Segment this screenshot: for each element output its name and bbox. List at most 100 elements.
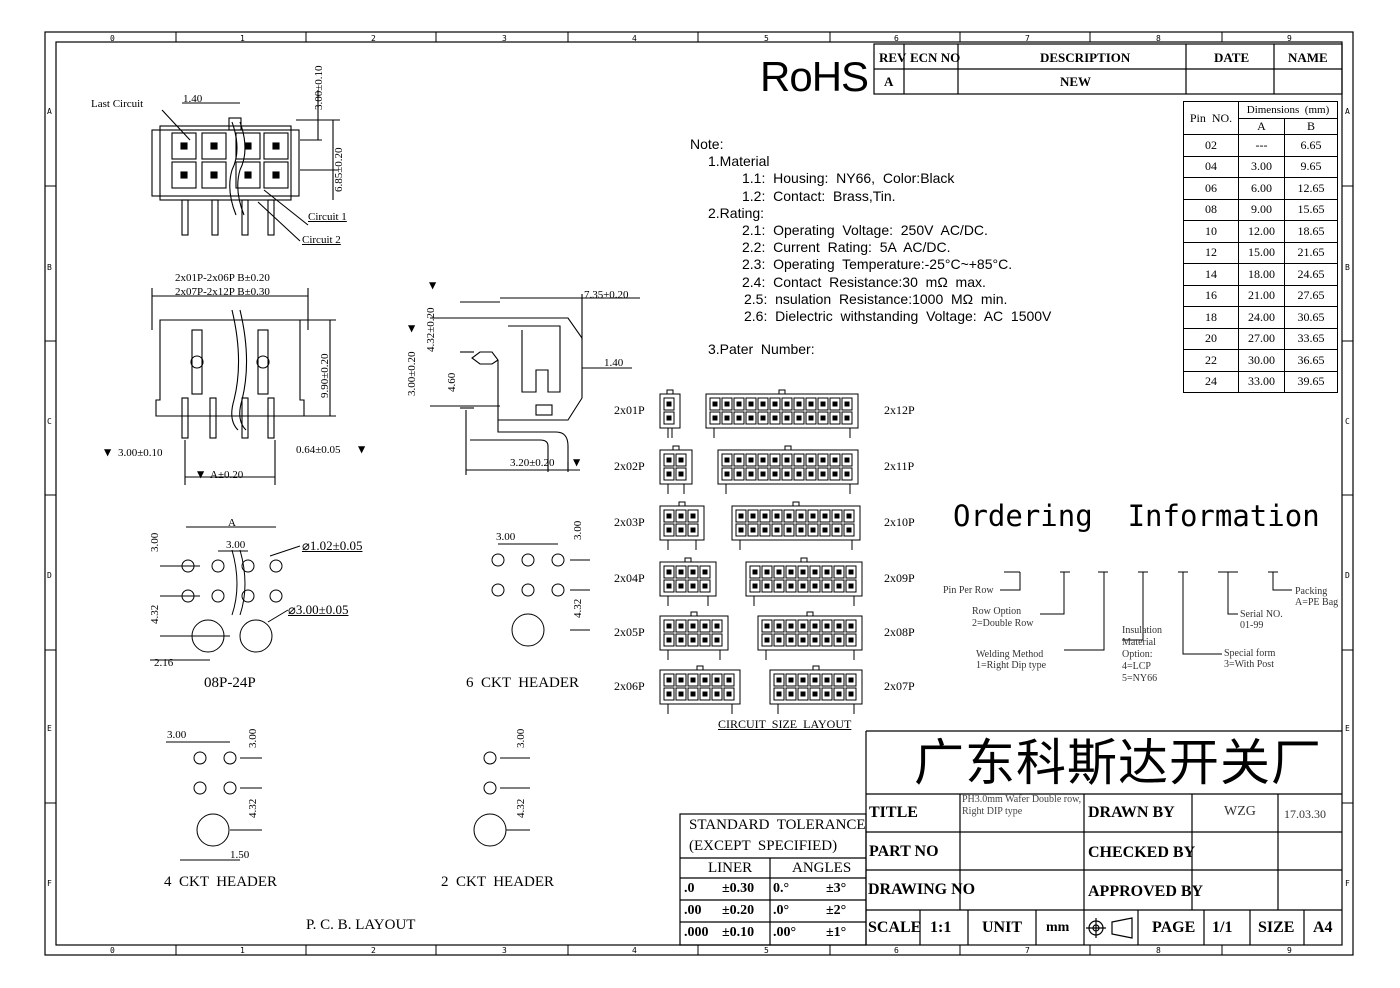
connector-cell xyxy=(663,523,675,537)
connector-pin xyxy=(714,637,720,643)
tol-line2: (EXCEPT SPECIFIED) xyxy=(689,838,838,854)
connector-cell xyxy=(819,509,831,523)
b-cell: 36.65 xyxy=(1284,349,1338,372)
connector-cell xyxy=(773,673,785,687)
rev-value: A xyxy=(884,74,894,89)
pin-cavity xyxy=(171,161,197,189)
connector-body xyxy=(717,449,859,485)
a-cell: 21.00 xyxy=(1238,284,1285,307)
connector-cell xyxy=(745,467,757,481)
connector-cell xyxy=(785,687,797,701)
scale-label: SCALE xyxy=(868,919,922,936)
col-mark: 4 xyxy=(632,34,637,43)
connector-cell xyxy=(769,397,781,411)
b-cell: 27.65 xyxy=(1284,284,1338,307)
connector-pin xyxy=(666,623,672,629)
connector-cell xyxy=(759,509,771,523)
connector-pin xyxy=(832,401,838,407)
connector-pin xyxy=(844,471,850,477)
connector-cell xyxy=(843,523,855,537)
connector-latch xyxy=(666,389,674,395)
connector-cell xyxy=(785,565,797,579)
connector-pin xyxy=(712,401,718,407)
connector-pin xyxy=(786,513,792,519)
connector-latch xyxy=(784,445,792,451)
connector-cell xyxy=(663,619,675,633)
connector-cell xyxy=(675,467,687,481)
connector-cell xyxy=(797,673,809,687)
connector-cell xyxy=(769,453,781,467)
connector-cell xyxy=(733,411,745,425)
connector-pin xyxy=(764,569,770,575)
connector-pin xyxy=(690,569,696,575)
connector-pin xyxy=(810,527,816,533)
connector-pin xyxy=(776,637,782,643)
connector-latch xyxy=(792,501,800,507)
title-label: TITLE xyxy=(869,804,918,821)
connector-pin xyxy=(774,513,780,519)
connector-pin xyxy=(776,569,782,575)
col-mark: 2 xyxy=(371,946,376,955)
connector-pin xyxy=(752,583,758,589)
connector-cell xyxy=(757,397,769,411)
connector-pin xyxy=(726,677,732,683)
connector-pin xyxy=(846,513,852,519)
connector-latch xyxy=(806,611,814,617)
tol-liner-value: ±0.10 xyxy=(722,925,755,940)
connector-cell xyxy=(699,673,711,687)
ord-insul-1: Insulation xyxy=(1122,625,1162,636)
page-value: 1/1 xyxy=(1212,919,1233,936)
connector-cell xyxy=(699,565,711,579)
connector-pin xyxy=(678,677,684,683)
connector-cell xyxy=(675,565,687,579)
connector-cell xyxy=(809,565,821,579)
connector-pin xyxy=(724,401,730,407)
pin-cell: 16 xyxy=(1183,284,1239,307)
connector-cell xyxy=(675,673,687,687)
dim-3-00: 3.00±0.10 xyxy=(313,65,325,110)
tol-angle: 0.° xyxy=(773,881,790,896)
connector-pin xyxy=(836,637,842,643)
h1-dim: 4.32±0.20 xyxy=(425,307,437,352)
page-label: PAGE xyxy=(1152,919,1196,936)
scale-value: 1:1 xyxy=(930,919,952,936)
connector-pin xyxy=(690,637,696,643)
pin-cavity xyxy=(263,161,289,189)
connector-pin xyxy=(776,677,782,683)
a-cell: 33.00 xyxy=(1238,370,1285,393)
connector-cell xyxy=(845,673,857,687)
two-ckt-label: 2 CKT HEADER xyxy=(441,874,555,890)
connector-pin xyxy=(808,401,814,407)
connector-cell xyxy=(711,687,723,701)
connector-cell xyxy=(745,397,757,411)
connector-pin xyxy=(788,677,794,683)
connector-cell xyxy=(773,687,785,701)
row-mark: A xyxy=(1345,107,1350,116)
circuit-label-right: 2x11P xyxy=(884,459,915,473)
h1-arrow: ▼ xyxy=(429,278,437,292)
connector-pin xyxy=(690,583,696,589)
connector-pin xyxy=(836,623,842,629)
tol-liner-value: ±0.20 xyxy=(722,903,755,918)
col-mark: 3 xyxy=(502,34,507,43)
checked-label: CHECKED BY xyxy=(1088,844,1196,861)
ecn-header: ECN NO xyxy=(910,50,961,65)
connector-pin xyxy=(666,583,672,589)
connector-body xyxy=(659,393,681,429)
four-pitch: 3.00 xyxy=(167,729,187,741)
note-m1: 1.1: Housing: NY66, Color:Black xyxy=(742,170,955,187)
connector-pin xyxy=(714,623,720,629)
connector-body xyxy=(659,505,705,541)
connector-cell xyxy=(687,687,699,701)
connector-pin xyxy=(772,457,778,463)
connector-pin xyxy=(678,471,684,477)
connector-cell xyxy=(675,453,687,467)
connector-pin xyxy=(760,401,766,407)
connector-cell xyxy=(797,619,809,633)
pcb-3-00-h: 3.00 xyxy=(226,539,246,551)
connector-pin xyxy=(836,677,842,683)
